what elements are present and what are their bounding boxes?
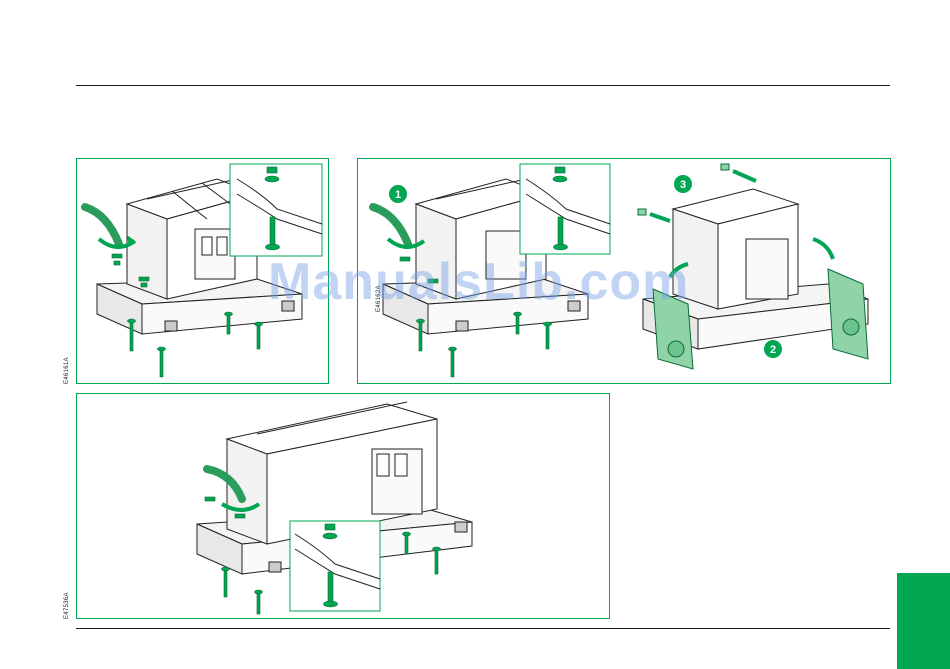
step-badge-1: 1 xyxy=(395,189,401,201)
footer-rule xyxy=(76,628,890,629)
section-tab xyxy=(897,573,950,669)
header-rule xyxy=(76,85,890,86)
figure-panel-3 xyxy=(76,393,610,619)
step-badge-2: 2 xyxy=(770,344,776,356)
figure-ref-3: E47536A xyxy=(64,592,70,619)
figure-ref-1: E46161A xyxy=(64,357,70,384)
watermark: ManualsLib.com xyxy=(268,252,689,312)
step-badge-3: 3 xyxy=(680,179,686,191)
figure-3-illustration xyxy=(77,394,611,620)
